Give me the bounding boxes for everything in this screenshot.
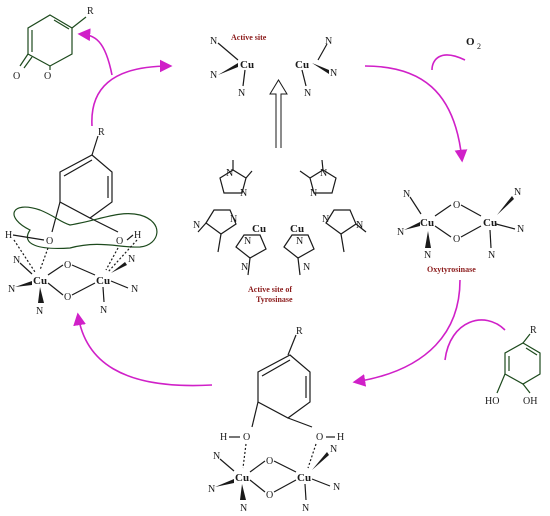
nitrogen-atom: N [241,262,248,273]
catechol-substrate: R HO OH [485,325,541,407]
nitrogen-atom: N [36,306,43,317]
nitrogen-atom: N [128,254,135,265]
oxygen-atom: O [453,234,460,245]
tyrosinase-active-site-structure: N N N N N N N N N N N N Cu Cu Active sit… [193,79,367,304]
oxygen-atom: O [13,71,20,82]
copper-atom: Cu [33,275,47,287]
nitrogen-atom: N [310,188,317,199]
nitrogen-atom: N [238,88,245,99]
copper-atom: Cu [420,217,434,229]
copper-atom: Cu [297,472,311,484]
nitrogen-atom: N [296,236,303,247]
nitrogen-atom: N [322,214,329,225]
nitrogen-atom: N [397,227,404,238]
copper-atom: Cu [295,59,309,71]
nitrogen-atom: N [333,482,340,493]
hydroxyl-label: HO [485,396,499,407]
nitrogen-atom: N [325,36,332,47]
nitrogen-atom: N [302,503,309,514]
nitrogen-atom: N [13,255,20,266]
nitrogen-atom: N [514,187,521,198]
nitrogen-atom: N [193,220,200,231]
oxygen-molecule: O 2 [466,36,481,51]
r-group-label: R [530,325,537,336]
r-group-label: R [296,326,303,337]
nitrogen-atom: N [330,68,337,79]
arrow-to-left-complex [73,312,213,387]
oxygen-atom: O [64,292,71,303]
nitrogen-atom: N [488,250,495,261]
oxygen-atom: O [266,490,273,501]
copper-atom: Cu [483,217,497,229]
nitrogen-atom: N [517,224,524,235]
nitrogen-atom: N [210,36,217,47]
center-label-line1: Active site of [248,285,292,294]
nitrogen-atom: N [8,284,15,295]
nitrogen-atom: N [403,189,410,200]
nitrogen-atom: N [303,262,310,273]
nitrogen-atom: N [226,168,233,179]
r-group-label: R [87,6,94,17]
nitrogen-atom: N [210,70,217,81]
oxygen-atom: O [243,432,250,443]
hydrogen-atom: H [134,230,141,241]
active-site-label: Active site [231,33,267,42]
o-quinone-product: R O O [13,6,94,82]
substrate-bound-complex: R H O O H Cu Cu O O N N N N N N [208,326,344,514]
nitrogen-atom: N [244,236,251,247]
oxygen-atom: O [46,236,53,247]
quinone-forming-complex: R H O O H Cu Cu O O N N N N N N [5,127,158,317]
oxygen-atom: O [453,200,460,211]
nitrogen-atom: N [131,284,138,295]
nitrogen-atom: N [213,451,220,462]
nitrogen-atom: N [304,88,311,99]
copper-atom: Cu [96,275,110,287]
r-group-label: R [98,127,105,138]
arrow-to-quinone [77,28,113,76]
arrow-to-oxytyrosinase [364,65,468,163]
oxygen-atom: O [44,71,51,82]
nitrogen-atom: N [424,250,431,261]
oxygen-atom: O [316,432,323,443]
o2-subscript: 2 [477,42,481,51]
oxytyrosinase-label: Oxytyrosinase [427,265,476,274]
copper-atom: Cu [240,59,254,71]
oxygen-atom: O [64,260,71,271]
nitrogen-atom: N [100,305,107,316]
nitrogen-atom: N [240,503,247,514]
nitrogen-atom: N [320,168,327,179]
arrow-o2-in [431,54,466,71]
arrow-to-bottom-complex [352,279,461,387]
arrow-substrate-in [444,319,506,361]
active-site-complex: Active site Cu Cu N N N N N N [210,33,337,99]
copper-atom: Cu [252,223,266,235]
nitrogen-atom: N [208,484,215,495]
nitrogen-atom: N [240,188,247,199]
cycle-arrows [73,28,506,387]
nitrogen-atom: N [356,220,363,231]
arrow-to-active-site [91,59,173,127]
nitrogen-atom: N [230,214,237,225]
nitrogen-atom: N [330,444,337,455]
o2-label: O [466,36,475,48]
copper-atom: Cu [235,472,249,484]
hydrogen-atom: H [337,432,344,443]
oxytyrosinase-complex: Cu Cu O O N N N N N N Oxytyrosinase [397,187,524,274]
oxygen-atom: O [266,456,273,467]
hydrogen-atom: H [220,432,227,443]
copper-atom: Cu [290,223,304,235]
center-label-line2: Tyrosinase [256,295,293,304]
hydrogen-atom: H [5,230,12,241]
hydroxyl-label: OH [523,396,537,407]
oxygen-atom: O [116,236,123,247]
